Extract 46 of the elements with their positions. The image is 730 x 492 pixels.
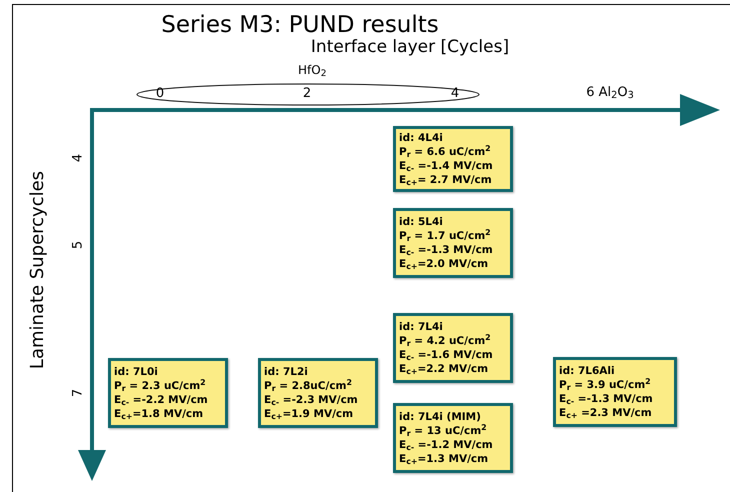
measurement-value: P$_{r}$ = 2.3 uC/cm$^{2}$: [114, 379, 207, 393]
measurement-value: E$_{c-}$ =-1.3 MV/cm: [559, 392, 654, 406]
result-box: [393, 403, 513, 473]
sample-id: id: 7L4i (MIM): [399, 410, 482, 424]
axis-label: Laminate Supercycles: [29, 170, 47, 370]
tick-label: 4: [450, 87, 460, 100]
sample-id: id: 4L4i: [399, 131, 444, 145]
measurement-value: P$_{r}$ = 1.7 uC/cm$^{2}$: [399, 229, 492, 243]
axis-label: Interface layer [Cycles]: [310, 39, 510, 56]
measurement-value: P$_{r}$ = 3.9 uC/cm$^{2}$: [559, 378, 652, 392]
tick-label: 7: [72, 388, 84, 398]
measurement-value: E$_{c-}$ =-1.2 MV/cm: [399, 438, 494, 452]
measurement-value: E$_{c-}$ =-1.4 MV/cm: [399, 159, 494, 173]
measurement-value: E$_{c+}$=2.0 MV/cm: [399, 257, 490, 271]
measurement-value: E$_{c-}$ =-2.2 MV/cm: [114, 393, 209, 407]
measurement-value: E$_{c+}$=2.2 MV/cm: [399, 362, 490, 376]
group-label: HfO$_{2}$: [298, 64, 326, 76]
title: Series M3: PUND results: [160, 11, 440, 39]
sample-id: id: 5L4i: [399, 215, 444, 229]
measurement-value: P$_{r}$ = 2.8uC/cm$^{2}$: [264, 379, 353, 393]
sample-id: id: 7L4i: [399, 320, 444, 334]
measurement-value: E$_{c+}$=1.9 MV/cm: [264, 407, 354, 421]
sample-id: id: 7L2i: [264, 365, 309, 379]
axis-label: 6 Al$_{2}$O$_{3}$: [585, 86, 635, 99]
result-box: [393, 313, 513, 383]
measurement-value: E$_{c+}$=1.8 MV/cm: [114, 407, 204, 421]
sample-id: id: 7L6Ali: [559, 364, 616, 378]
measurement-value: P$_{r}$ = 6.6 uC/cm$^{2}$: [399, 145, 492, 159]
measurement-value: E$_{c+}$= 2.7 MV/cm: [399, 173, 493, 187]
tick-label: 4: [72, 154, 84, 162]
measurement-value: P$_{r}$ = 13 uC/cm$^{2}$: [399, 424, 488, 438]
measurement-value: E$_{c+}$=1.3 MV/cm: [399, 452, 490, 466]
result-box: [393, 208, 513, 278]
tick-label: 5: [72, 240, 84, 250]
result-box: [258, 358, 378, 428]
sample-id: id: 7L0i: [114, 365, 159, 379]
measurement-value: E$_{c+}$ =2.3 MV/cm: [559, 406, 653, 420]
tick-label: 0: [156, 87, 164, 100]
result-box: [393, 126, 513, 192]
measurement-value: E$_{c-}$ =-1.6 MV/cm: [399, 348, 494, 362]
result-box: [108, 358, 228, 428]
tick-label: 2: [302, 87, 312, 100]
measurement-value: E$_{c-}$ =-2.3 MV/cm: [264, 393, 359, 407]
measurement-value: E$_{c-}$ =-1.3 MV/cm: [399, 243, 494, 257]
measurement-value: P$_{r}$ = 4.2 uC/cm$^{2}$: [399, 334, 492, 348]
result-box: [553, 357, 677, 427]
